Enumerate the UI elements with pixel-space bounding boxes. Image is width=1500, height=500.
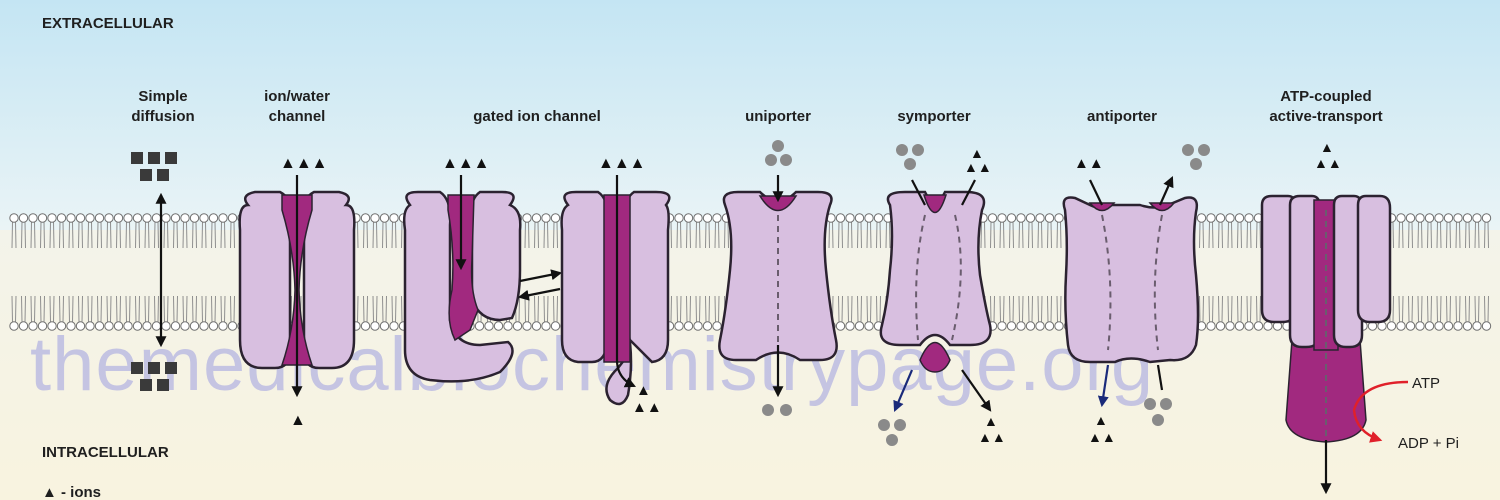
atp-subunit-4	[1356, 194, 1392, 324]
gated-closed-right-subunit	[469, 190, 522, 322]
symporter-ions-bottom-1: ▲	[984, 413, 998, 429]
symporter-arrow-out-left	[893, 369, 914, 413]
symporter-ions-top-1: ▲	[970, 145, 984, 161]
intracellular-label: INTRACELLULAR	[42, 444, 169, 461]
gated-open-right-subunit	[605, 190, 671, 406]
gated-ions-top-closed: ▲▲▲	[442, 155, 490, 172]
atp-ions-top-1: ▲	[1320, 139, 1334, 155]
symporter-arrow-out-right	[961, 369, 992, 412]
symporter-site-bottom	[919, 341, 951, 373]
antiporter-molecules-top	[1182, 144, 1210, 170]
symporter-ions-top-2: ▲▲	[964, 159, 992, 175]
extracellular-label: EXTRACELLULAR	[42, 15, 174, 32]
symporter-arrow-in-right	[961, 179, 976, 206]
gated-open-left-subunit	[560, 190, 610, 364]
atp-coupled-label-line1: ATP-coupled	[1280, 88, 1371, 105]
antiporter-ions-top: ▲▲	[1074, 155, 1104, 172]
antiporter-ions-bottom-1: ▲	[1094, 412, 1108, 428]
ion-water-label-line1: ion/water	[264, 88, 330, 105]
simple-diffusion: Simple diffusion	[131, 88, 195, 391]
simple-diffusion-label-line1: Simple	[138, 88, 187, 105]
antiporter-arrow-in	[1089, 179, 1103, 206]
uniporter-molecules-bottom	[762, 404, 792, 416]
atp-hydrolysis-arrow	[1352, 380, 1409, 443]
symporter-arrow-in-left	[911, 179, 926, 206]
ions-legend: ▲ - ions	[42, 484, 101, 500]
adp-pi-label: ADP + Pi	[1398, 435, 1459, 452]
ion-water-label-line2: channel	[269, 108, 326, 125]
gated-channel-label: gated ion channel	[473, 108, 601, 125]
gated-ions-bottom-2: ▲▲	[632, 399, 662, 416]
ion-bottom: ▲	[290, 412, 306, 429]
antiporter-arrow-down	[1097, 364, 1110, 408]
symporter-ions-bottom-2: ▲▲	[978, 429, 1006, 445]
uniporter: uniporter	[718, 108, 838, 416]
atp-label: ATP	[1412, 375, 1440, 392]
atp-subunit-3	[1332, 194, 1364, 349]
antiporter-protein	[1062, 196, 1200, 364]
uniporter-molecules-top	[765, 140, 792, 166]
antiporter-ions-bottom-2: ▲▲	[1088, 429, 1116, 445]
molecules-top	[131, 152, 177, 181]
antiporter-molecules-bottom	[1144, 398, 1172, 426]
gated-closed-left-subunit	[402, 190, 514, 383]
equilibrium-forward-arrow	[519, 269, 563, 283]
gated-ions-top-open: ▲▲▲	[598, 155, 646, 172]
antiporter: antiporter ▲▲ ▲ ▲▲	[1062, 108, 1210, 445]
atp-ions-top-2: ▲▲	[1314, 155, 1342, 171]
ion-water-channel: ion/water channel ▲▲▲ ▲	[238, 88, 356, 429]
simple-diffusion-label-line2: diffusion	[131, 108, 194, 125]
atp-channel-core	[1313, 199, 1339, 351]
symporter-site-top	[922, 194, 948, 214]
symporter-molecules-top	[896, 144, 924, 170]
gated-open-arrow	[615, 175, 636, 388]
gated-ions-bottom-1: ▲	[636, 382, 651, 399]
symporter-path-left	[915, 214, 926, 341]
antiporter-site-right	[1148, 202, 1176, 212]
symporter-molecules-bottom	[878, 419, 906, 446]
antiporter-label: antiporter	[1087, 108, 1157, 125]
symporter: symporter ▲ ▲▲ ▲ ▲▲	[878, 108, 1006, 446]
symporter-path-right	[951, 214, 962, 341]
molecules-bottom	[131, 362, 177, 391]
uniporter-label: uniporter	[745, 108, 811, 125]
equilibrium-reverse-arrow	[517, 287, 561, 301]
atp-coupled-transport: ATP-coupled active-transport ▲ ▲▲ ATP AD…	[1260, 88, 1459, 495]
antiporter-path-left	[1101, 214, 1112, 351]
gated-ion-channel: gated ion channel ▲▲▲ ▲▲▲ ▲ ▲▲	[402, 108, 671, 416]
uniporter-binding-site	[758, 195, 798, 212]
antiporter-arrow-up	[1156, 364, 1164, 391]
antiporter-path-right	[1153, 214, 1163, 351]
atp-coupled-label-line2: active-transport	[1269, 108, 1382, 125]
ions-top: ▲▲▲	[280, 155, 328, 172]
symporter-protein	[879, 190, 992, 347]
antiporter-arrow-out	[1158, 175, 1174, 206]
antiporter-site-left	[1088, 202, 1116, 212]
symporter-label: symporter	[897, 108, 971, 125]
